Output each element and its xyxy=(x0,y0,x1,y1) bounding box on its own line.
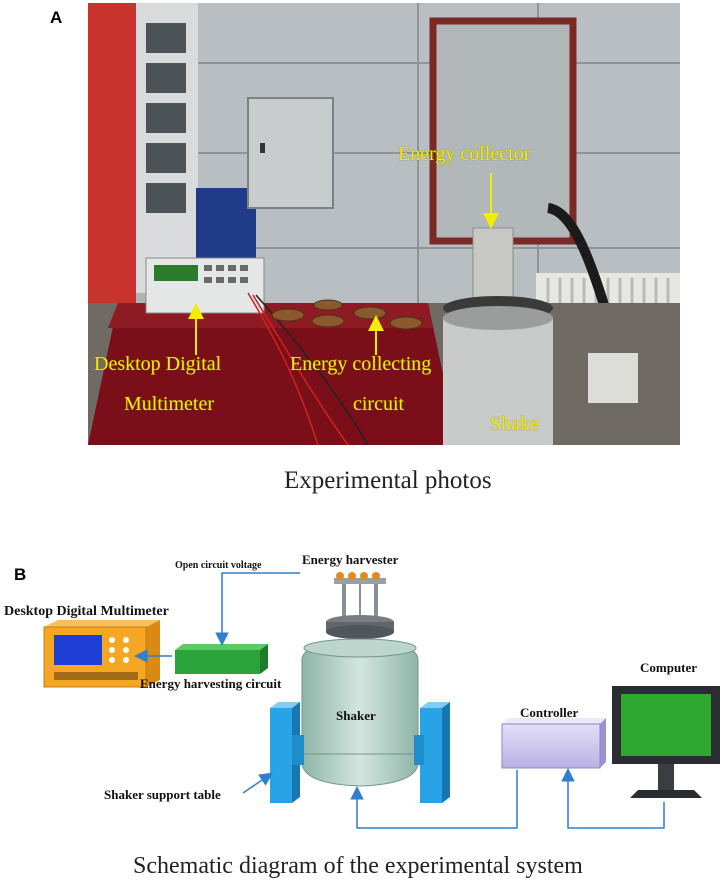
support-table-right xyxy=(414,702,450,803)
multimeter-label: Desktop Digital Multimeter xyxy=(4,604,169,619)
harvesting-circuit-label: Energy harvesting circuit xyxy=(140,676,282,691)
support-table-label: Shaker support table xyxy=(104,787,221,802)
support-table-left xyxy=(270,702,304,803)
multimeter-device xyxy=(43,620,160,688)
circuit-label-line2: circuit xyxy=(353,393,405,415)
controller-device xyxy=(501,718,606,769)
energy-harvester-device xyxy=(326,572,394,639)
shake-label: Shake xyxy=(490,413,539,435)
panel-a-letter: A xyxy=(50,8,63,27)
experimental-photo: Energy collector Desktop Digital Multime… xyxy=(88,3,680,445)
computer-device xyxy=(612,686,720,798)
energy-harvester-label: Energy harvester xyxy=(302,552,399,567)
circuit-label-line1: Energy collecting xyxy=(290,353,432,375)
multimeter-label-line2: Multimeter xyxy=(124,393,214,415)
open-circuit-voltage-label: Open circuit voltage xyxy=(175,560,262,571)
shaker-label: Shaker xyxy=(336,708,376,723)
computer-label: Computer xyxy=(640,660,698,675)
panel-b-letter: B xyxy=(14,565,27,584)
photo-arrows xyxy=(188,173,499,355)
shaker-device xyxy=(301,638,419,787)
panel-b-caption: Schematic diagram of the experimental sy… xyxy=(133,853,583,879)
schematic-diagram: Open circuit voltage Energy harvester De… xyxy=(0,540,726,850)
energy-collector-label: Energy collector xyxy=(398,143,531,165)
harvesting-circuit-block xyxy=(175,644,268,674)
controller-label: Controller xyxy=(520,705,579,720)
panel-a-caption: Experimental photos xyxy=(284,467,492,494)
multimeter-label-line1: Desktop Digital xyxy=(94,353,222,375)
